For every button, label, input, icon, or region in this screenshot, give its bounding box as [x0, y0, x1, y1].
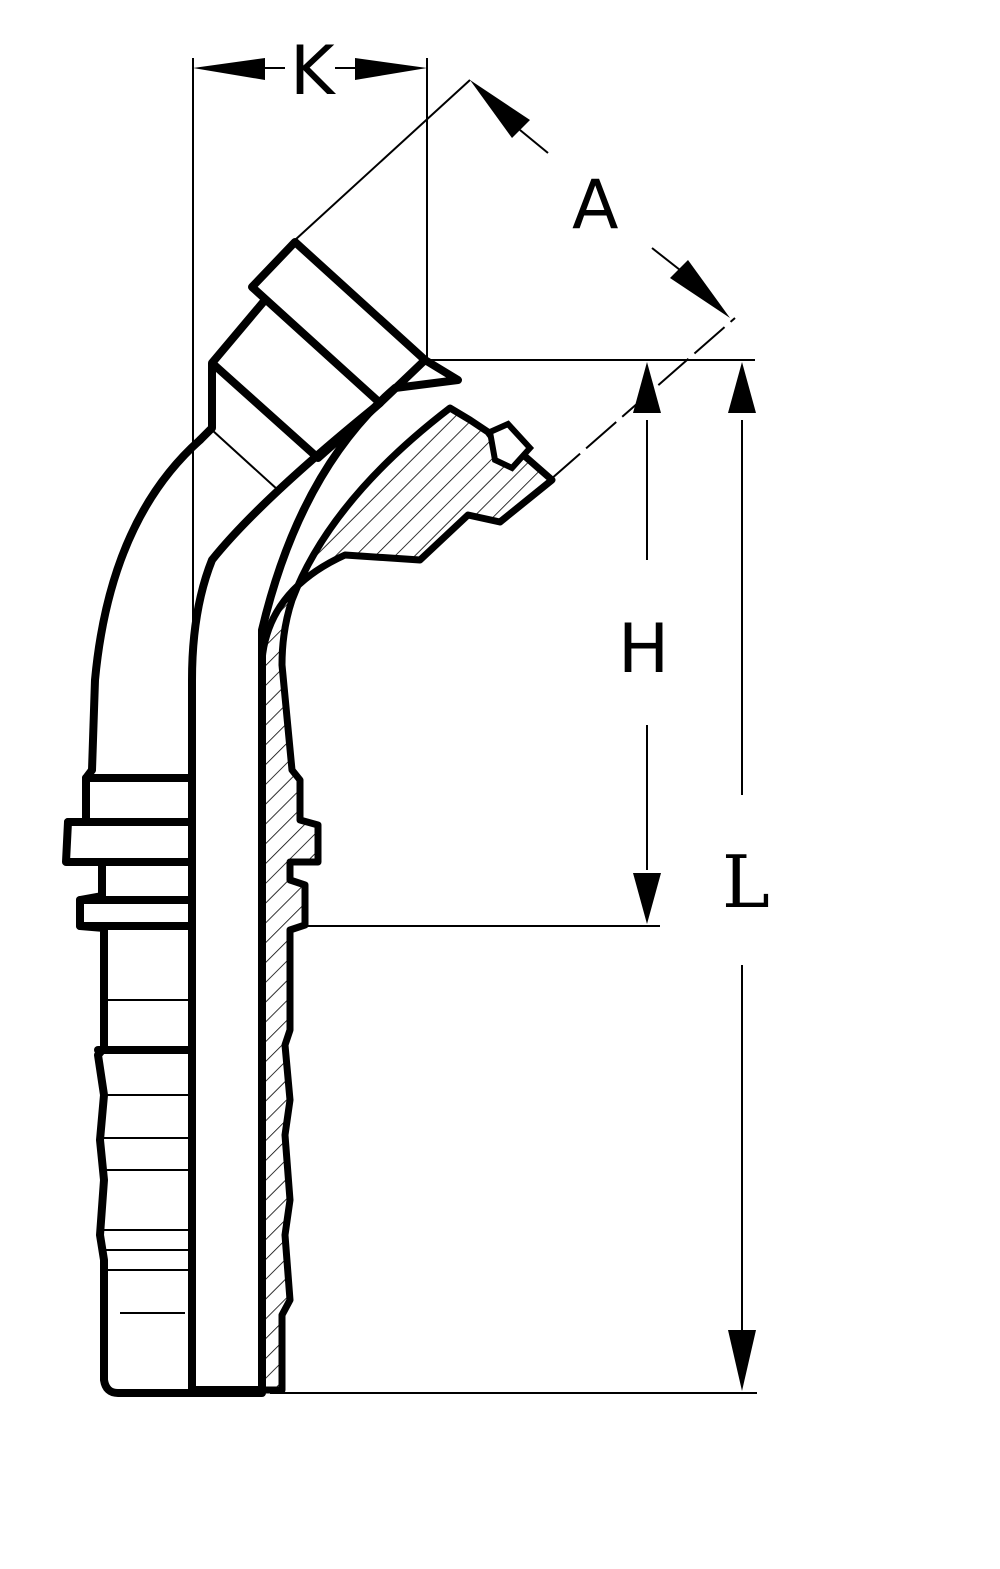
l-label: L [722, 840, 770, 924]
flange-head [248, 238, 429, 407]
k-arrow-right [355, 58, 427, 80]
a-extension-top [294, 79, 471, 241]
k-label: K [290, 32, 337, 111]
oring-groove [486, 420, 535, 472]
l-arrow-up [728, 362, 756, 413]
outer-wall-left [88, 436, 204, 774]
l-arrow-down [728, 1330, 756, 1391]
bore-left-wall [188, 399, 384, 1394]
dimension-l: L [270, 362, 770, 1394]
dimension-h: H [300, 359, 755, 927]
k-arrow-left [193, 58, 265, 80]
dimension-k: K [192, 32, 428, 680]
a-arrow-top [470, 80, 530, 138]
h-label: H [618, 610, 669, 689]
h-arrow-down [633, 873, 661, 924]
bore-right-wall [258, 356, 462, 1394]
a-label: A [572, 166, 619, 245]
hatched-section [258, 404, 556, 1394]
h-arrow-up [633, 362, 661, 413]
fitting-body [62, 238, 556, 1397]
a-arrow-bottom [670, 260, 730, 318]
